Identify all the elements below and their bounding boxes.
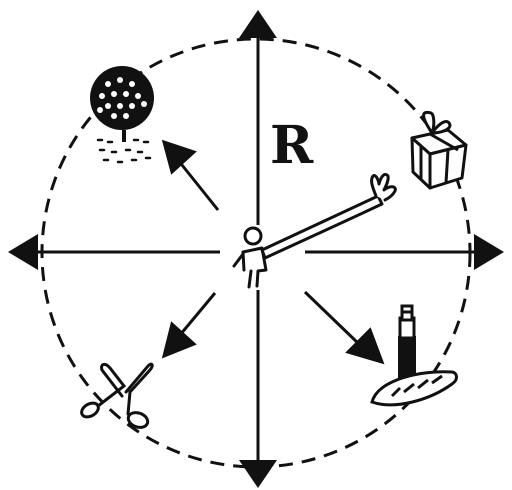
arrow-down-right-icon (348, 330, 382, 362)
label-r: R (270, 115, 314, 176)
arrow-down-left-icon (164, 324, 194, 356)
person-icon (234, 228, 266, 287)
gift-box-icon (412, 112, 466, 188)
shower-head-icon (90, 66, 154, 162)
arrow-up-icon (239, 10, 277, 38)
arrow-up-left-icon (164, 142, 194, 172)
bread-and-bottle-icon (372, 306, 457, 405)
arrow-down-icon (239, 460, 277, 488)
scissors-icon (79, 364, 152, 430)
arrow-right-icon (474, 234, 504, 270)
reaching-arm-icon (262, 174, 395, 258)
arrow-left-icon (8, 234, 38, 270)
